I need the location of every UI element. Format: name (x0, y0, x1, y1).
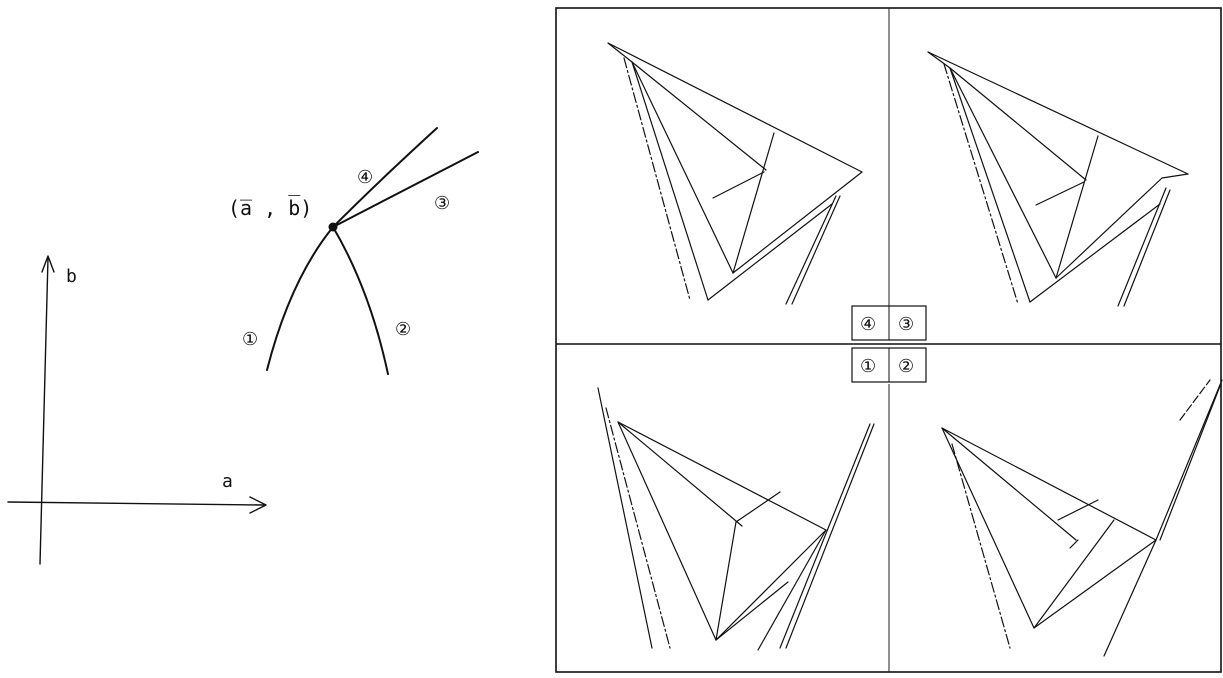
legend-label-2: ② (898, 356, 914, 377)
b-axis-label: b (66, 266, 77, 287)
shape-drawing-1 (597, 387, 875, 651)
b-axis-arrowhead (41, 255, 55, 273)
a-axis-label: a (222, 471, 233, 492)
branch-3-label: ③ (434, 193, 450, 214)
legend-label-3: ③ (898, 314, 914, 335)
branch-4-label: ④ (357, 167, 373, 188)
bifurcation-point (328, 222, 338, 232)
legend-label-4: ④ (860, 314, 876, 335)
shape-drawing-2 (941, 379, 1223, 657)
branch-4-curve (332, 127, 438, 228)
branch-2-label: ② (395, 319, 411, 340)
branch-3-curve (332, 151, 479, 228)
branch-1-label: ① (242, 329, 258, 350)
shape-drawing-4 (607, 42, 863, 305)
parameter-plane: b a (a̅ , b̅) ① ② ③ ④ (7, 127, 479, 565)
shape-drawing-3 (927, 51, 1189, 307)
branch-2-curve (332, 226, 389, 375)
bifurcation-point-label: (a̅ , b̅) (228, 196, 312, 220)
shape-panel: ④ ③ ① ② (555, 7, 1223, 673)
b-axis (39, 257, 49, 565)
a-axis-arrowhead (249, 496, 267, 514)
branch-1-curve (266, 226, 334, 371)
a-axis (7, 501, 265, 506)
legend-label-1: ① (860, 356, 876, 377)
